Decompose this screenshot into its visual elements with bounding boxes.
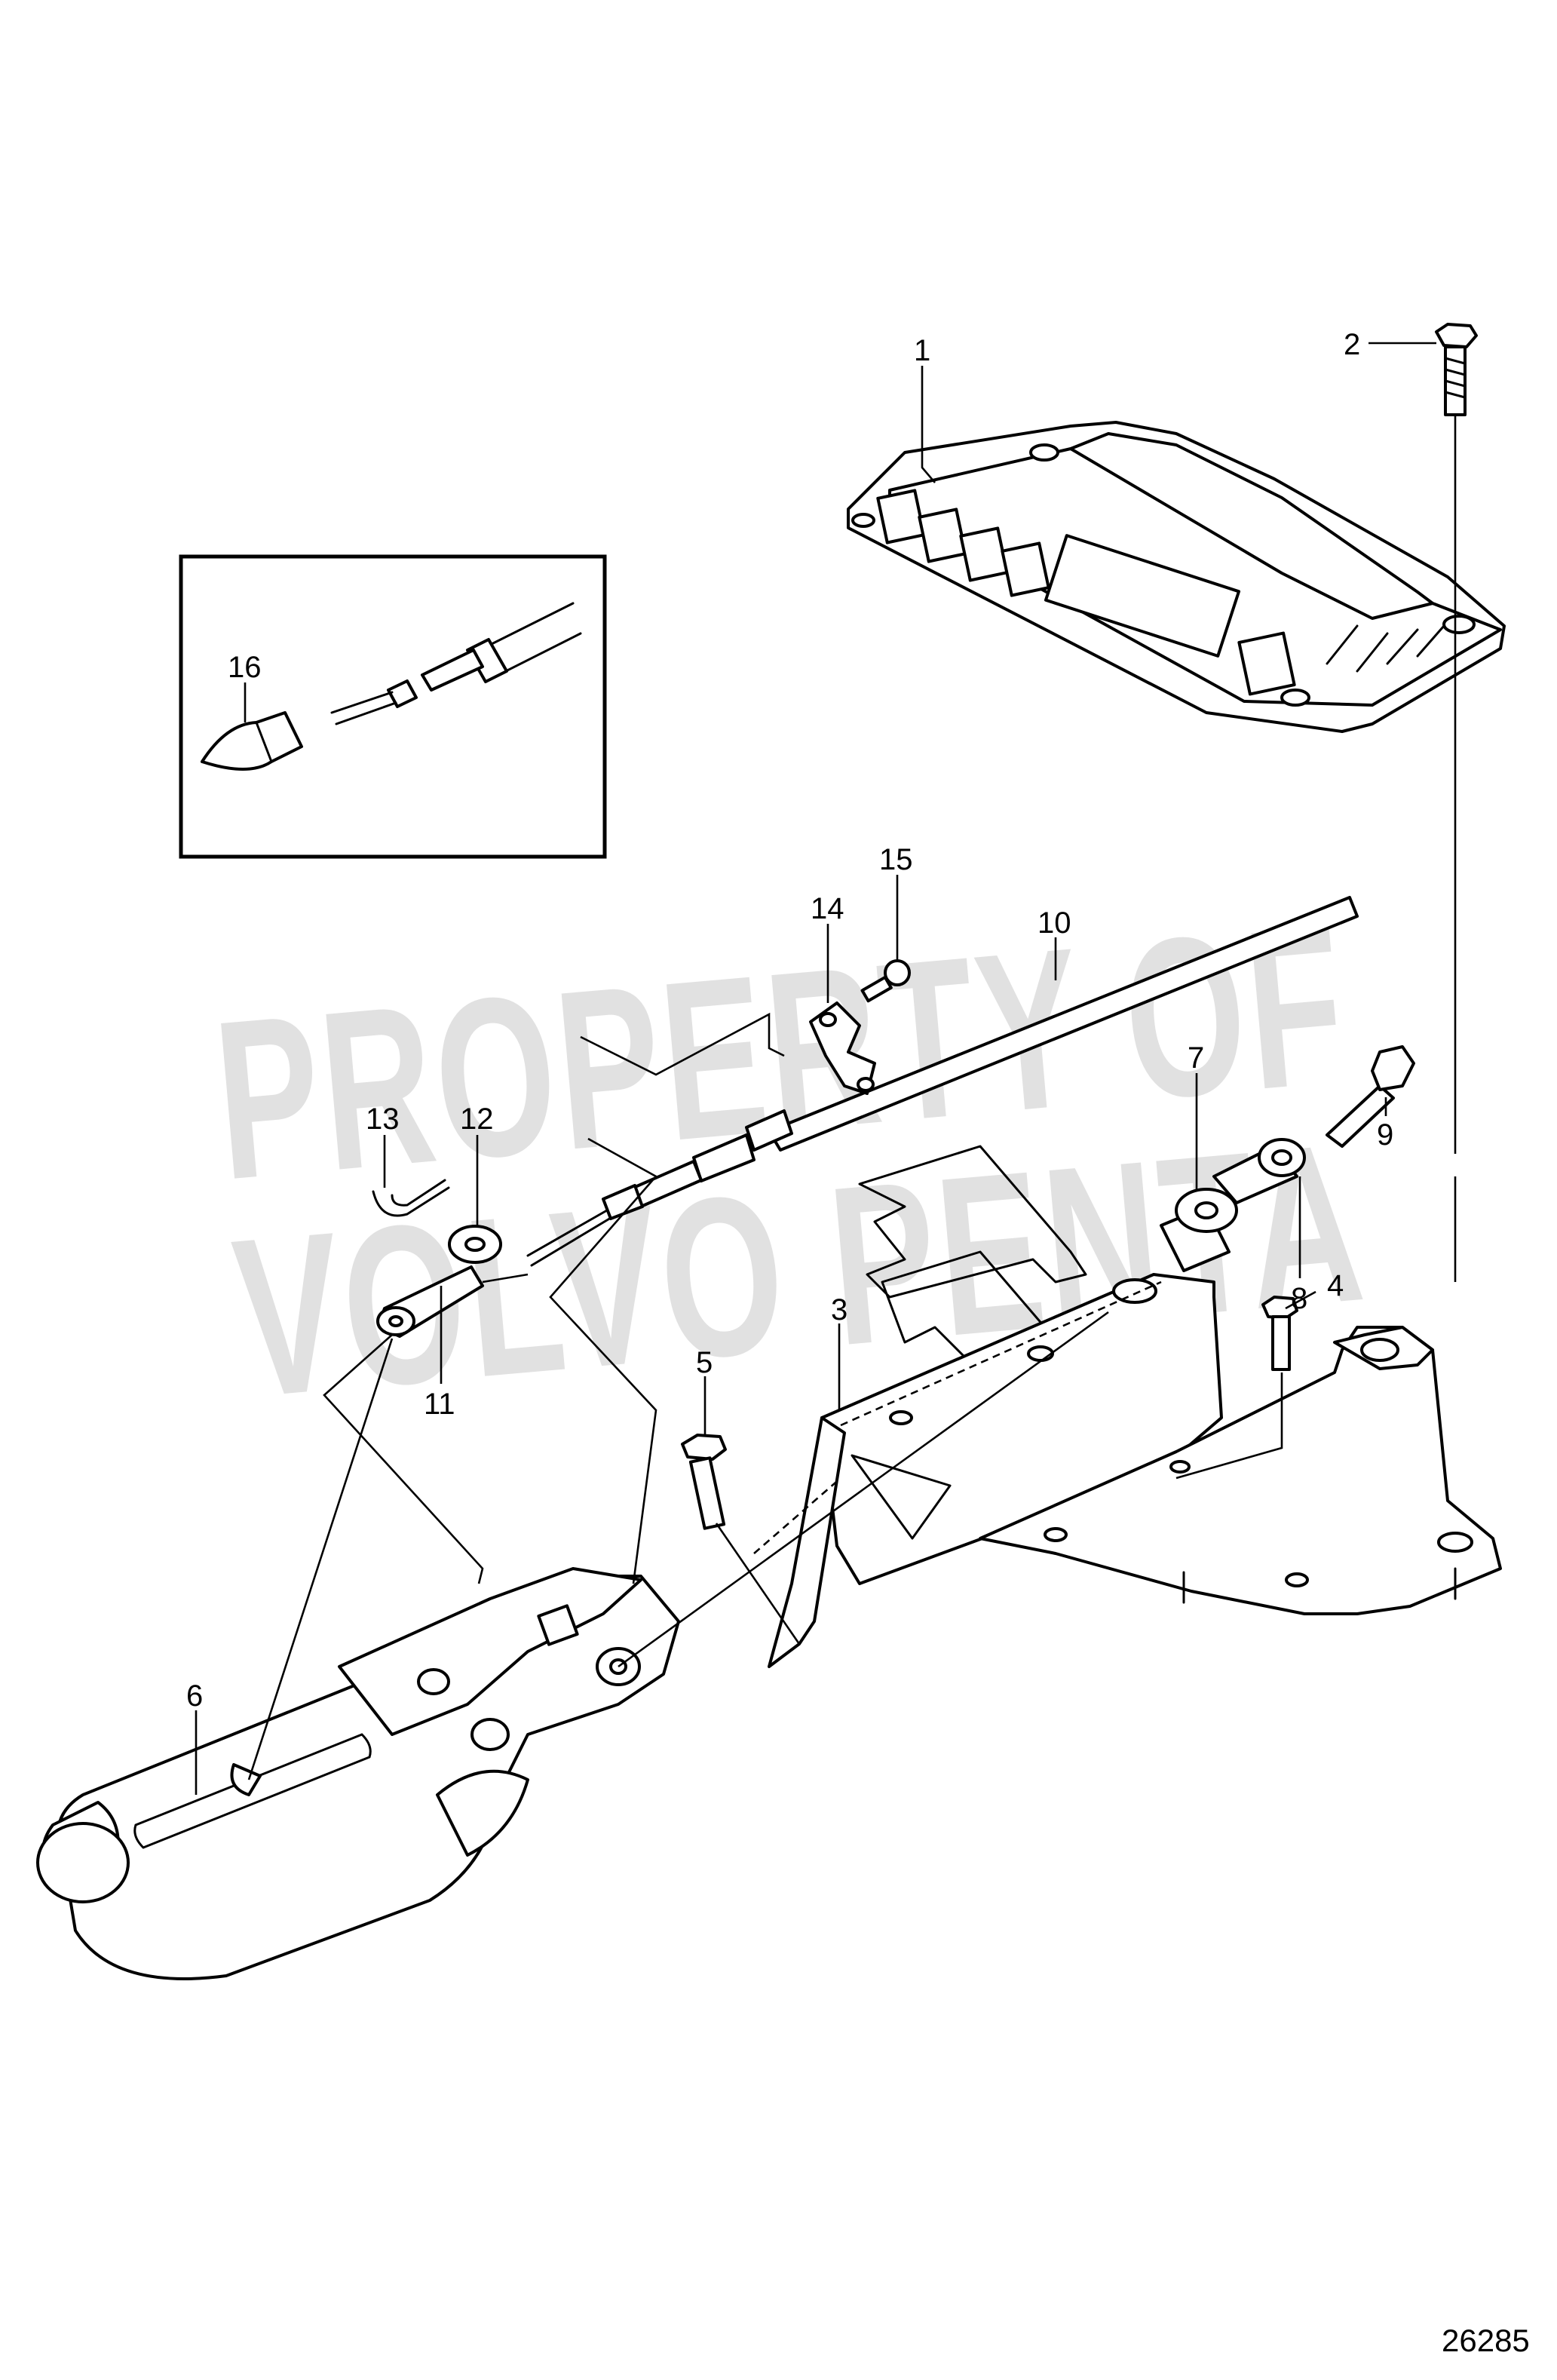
callout-13: 13 <box>366 1103 400 1136</box>
clip-13 <box>372 1179 450 1217</box>
control-unit-1 <box>847 421 1506 733</box>
callout-11: 11 <box>424 1388 455 1421</box>
callout-12: 12 <box>460 1103 494 1136</box>
callout-8: 8 <box>1291 1282 1307 1315</box>
callout-14: 14 <box>811 892 844 925</box>
alignment-line-lower <box>753 1477 841 1554</box>
callout-15: 15 <box>879 843 913 876</box>
end-cap-16 <box>201 711 303 771</box>
inset-detail-box <box>179 554 607 859</box>
bolt-4 <box>1261 1296 1298 1371</box>
alignment-line-upper <box>840 1280 1162 1427</box>
callout-7: 7 <box>1188 1041 1204 1075</box>
routing-line-d <box>549 1137 658 1584</box>
figure-number: 26285 <box>1442 2323 1530 2358</box>
cable-10 <box>526 896 1359 1267</box>
callout-16: 16 <box>228 651 262 684</box>
callout-5: 5 <box>696 1346 713 1379</box>
routing-line-e <box>247 1338 394 1780</box>
callout-3: 3 <box>831 1293 847 1326</box>
washer-12 <box>448 1225 502 1264</box>
leader-1 <box>921 366 936 483</box>
callout-numbers: 1 2 3 4 5 6 7 8 9 10 11 12 13 14 15 16 <box>186 328 1393 1713</box>
callout-10: 10 <box>1037 906 1071 940</box>
callout-9: 9 <box>1377 1118 1393 1152</box>
routing-line-c <box>323 1334 484 1584</box>
routing-line-h <box>1175 1372 1283 1480</box>
routing-line-f <box>618 1311 1109 1668</box>
callout-2: 2 <box>1344 328 1360 361</box>
bushing-7 <box>1160 1188 1238 1272</box>
engine-shift-unit-6 <box>36 1567 680 1980</box>
bolt-2 <box>1435 323 1478 416</box>
bolt-9 <box>1326 1045 1415 1148</box>
rod-end-11 <box>376 1265 484 1338</box>
callout-4: 4 <box>1327 1269 1344 1302</box>
clamp-14 <box>809 1001 876 1095</box>
routing-line-g <box>715 1523 801 1645</box>
spacer-8 <box>1212 1138 1306 1204</box>
bracket-3 <box>768 1273 1502 1668</box>
callout-6: 6 <box>186 1679 203 1713</box>
leader-4 <box>1285 1290 1316 1310</box>
routing-line-a <box>580 1012 785 1076</box>
routing-line-b <box>482 1273 529 1284</box>
bolt-5 <box>681 1434 727 1530</box>
callout-1: 1 <box>914 334 930 367</box>
